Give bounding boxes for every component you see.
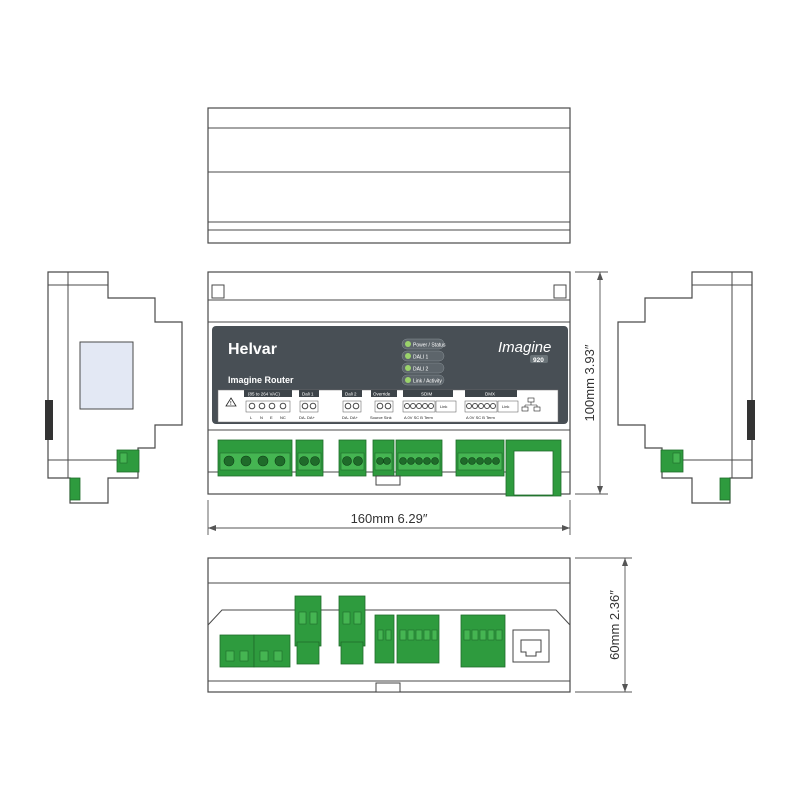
height-dimension: 100mm 3.93″ [575,271,608,495]
svg-text:E: E [270,415,273,420]
model-number: 920 [533,357,544,364]
rj45-port [512,629,550,663]
dmx-link: Link [502,404,509,409]
led-link [405,377,411,383]
dmx-label: DMX [485,392,495,397]
mains-label: (85 to 264 VAC) [248,392,280,397]
right-side-view [617,271,755,504]
override-pins: Source Sink [370,415,392,420]
led-dali1 [405,353,411,359]
top-view [207,107,571,244]
width-dimension: 160mm 6.29″ [207,500,571,535]
series-logo: Imagine [498,339,551,356]
led-power [405,341,411,347]
override-label: Override [373,392,391,397]
svg-text:NC: NC [280,415,286,420]
left-side-view [45,271,183,504]
width-label: 160mm 6.29″ [351,511,428,526]
ethernet-port [513,450,554,496]
product-name: Imagine Router [228,375,294,385]
sdim-link: Link [440,404,447,409]
dali1-label: Dali 1 [302,392,314,397]
svg-text:!: ! [230,401,232,407]
front-terminals [217,439,562,497]
svg-text:L: L [250,415,253,420]
model-badge [530,355,548,363]
dmx-pins: A 0V SC B Term [466,415,495,420]
led-dali2 [405,365,411,371]
sdim-pins: A 0V SC B Term [404,415,433,420]
dali2-label: Dali 2 [345,392,357,397]
led-label-link: Link / Activity [413,379,442,385]
led-label-dali1: DALI 1 [413,355,429,361]
front-view: Helvar Imagine Router Imagine 920 Power … [207,271,571,497]
led-label-power: Power / Status [413,343,446,349]
network-icon [521,397,541,412]
led-label-dali2: DALI 2 [413,367,429,373]
depth-label: 60mm 2.36″ [607,590,622,660]
brand-text: Helvar [228,341,277,358]
dali1-pins: DA- DA+ [299,415,316,420]
depth-dimension: 60mm 2.36″ [575,557,632,693]
bottom-view [207,557,571,693]
svg-text:N: N [260,415,263,420]
dali2-pins: DA- DA+ [342,415,359,420]
height-label: 100mm 3.93″ [582,344,597,421]
led-indicators: Power / Status DALI 1 DALI 2 Link / Acti… [401,338,446,386]
warning-triangle-icon [225,397,237,407]
sdim-label: SDIM [421,392,433,397]
